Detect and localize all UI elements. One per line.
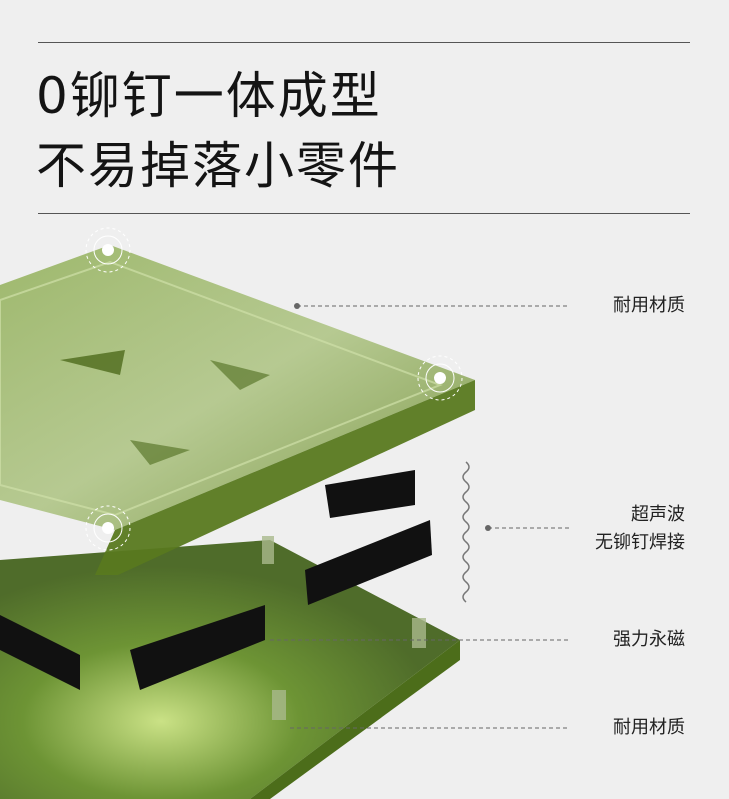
callout-durable-material-bottom: 耐用材质 — [613, 717, 685, 738]
callout-durable-material-top: 耐用材质 — [613, 295, 685, 316]
callout-magnet: 强力永磁 — [613, 629, 685, 650]
top-divider — [38, 42, 690, 43]
callout-lines — [270, 305, 570, 729]
callout-ultrasonic-line2: 无铆钉焊接 — [595, 532, 685, 553]
weld-wave-icon — [462, 461, 470, 603]
headline-line-2: 不易掉落小零件 — [36, 137, 400, 195]
callout-ultrasonic: 超声波 无铆钉焊接 — [595, 501, 685, 557]
headline-line-1: 0铆钉一体成型 — [36, 67, 382, 125]
bottom-divider — [38, 213, 690, 214]
callout-ultrasonic-line1: 超声波 — [631, 504, 685, 525]
upper-plate — [0, 245, 475, 575]
screw-point-icons — [85, 227, 463, 551]
lower-plate — [0, 536, 460, 799]
magnets — [0, 470, 432, 690]
